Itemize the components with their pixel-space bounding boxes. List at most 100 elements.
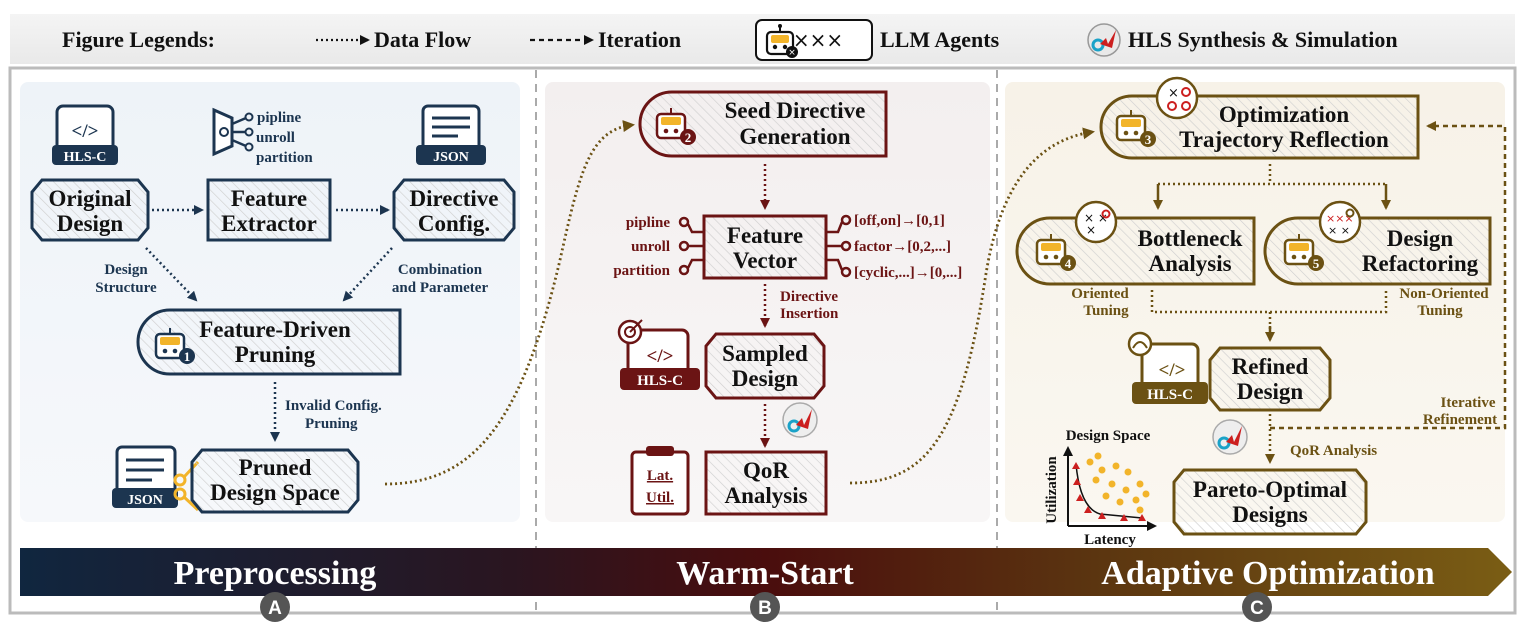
latency-label: Latency <box>1084 532 1136 548</box>
legend-title: Figure Legends: <box>62 27 215 52</box>
hls-c-target-icon: </> HLS-C <box>617 319 700 390</box>
agent-number-1: 1 <box>184 349 191 364</box>
sampled-line2: Design <box>732 366 799 391</box>
combination-line2: and Parameter <box>392 280 489 296</box>
stage-banner: Preprocessing Warm-Start Adaptive Optimi… <box>20 548 1512 596</box>
hls-tag-a: HLS-C <box>64 150 107 165</box>
connector-a-to-b <box>384 120 635 486</box>
panel-warmstart <box>545 82 990 522</box>
reflection-line2: Trajectory Reflection <box>1179 127 1389 152</box>
seed-line2: Generation <box>739 124 850 149</box>
design-structure-line1: Design <box>104 262 148 278</box>
stage-b-badge: B <box>750 592 780 622</box>
svg-text:× ×: × × <box>1328 224 1350 237</box>
agent-icon-3: 3 <box>1115 110 1156 147</box>
iterative-line1: Iterative <box>1441 395 1496 411</box>
vector-input-1: unroll <box>631 239 670 255</box>
agent-number-5: 5 <box>1313 256 1320 271</box>
hls-synthesis-icon-c <box>1212 419 1248 455</box>
directive-config-node: Directive Config. <box>392 178 516 242</box>
oriented-line1: Oriented <box>1071 286 1129 302</box>
code-glyph-b: </> <box>647 346 674 367</box>
json-document-icon: JSON <box>416 104 486 165</box>
stage-a-letter: A <box>268 598 282 619</box>
original-design-line1: Original <box>48 186 131 211</box>
feature-vector-node: Feature Vector <box>702 214 828 280</box>
pareto-scatter: Design Space Utilization Latency <box>1044 428 1157 548</box>
pruned-space-line2: Design Space <box>210 480 340 505</box>
json-scissors-icon: JSON <box>112 445 200 512</box>
strategy-bubble-icon-5: ××× × × <box>1318 200 1362 244</box>
vector-mapping-1: factor→[0,2,...] <box>854 239 951 255</box>
agent-icon-2: 2 <box>655 108 696 145</box>
split-lines <box>1158 164 1386 186</box>
refactor-line1: Design <box>1387 226 1454 251</box>
bottleneck-line1: Bottleneck <box>1138 226 1243 251</box>
code-glyph-a: </> <box>72 121 99 142</box>
hls-c-refined-icon: </> HLS-C <box>1127 331 1208 404</box>
agent-number-3: 3 <box>1145 132 1152 147</box>
pareto-points <box>1072 462 1146 521</box>
json-tag-pruned: JSON <box>127 493 163 508</box>
svg-text:×: × <box>1168 86 1179 101</box>
feature-extractor-icon <box>212 107 254 157</box>
feature-pruning-line2: Pruning <box>235 342 316 367</box>
feature-vector-line2: Vector <box>733 248 797 273</box>
refactor-line2: Refactoring <box>1362 251 1479 276</box>
vector-input-0: pipline <box>626 215 671 231</box>
legend-bar: Figure Legends: Data Flow Iteration × ××… <box>10 14 1515 64</box>
stage-c-letter: C <box>1250 598 1264 619</box>
oriented-line2: Tuning <box>1083 303 1129 319</box>
directive-config-line1: Directive <box>410 186 499 211</box>
pareto-line2: Designs <box>1232 502 1307 527</box>
feature-pruning-line1: Feature-Driven <box>199 317 351 342</box>
design-points <box>1086 452 1150 514</box>
stage-c-badge: C <box>1242 592 1272 622</box>
vector-mapping-2: [cyclic,...]→[0,...] <box>854 265 962 281</box>
arrow-design-structure <box>145 247 198 302</box>
legend-iteration-label: Iteration <box>598 27 681 52</box>
seed-line1: Seed Directive <box>725 98 866 123</box>
non-oriented-line1: Non-Oriented <box>1399 286 1489 302</box>
pruned-space-node: Pruned Design Space <box>190 448 360 514</box>
vector-inputs <box>678 216 704 276</box>
refactor-node: 5 ××× × × Design Refactoring <box>1263 200 1492 286</box>
seed-generation-node: 2 Seed Directive Generation <box>638 90 888 158</box>
non-oriented-line2: Tuning <box>1417 303 1463 319</box>
json-tag-a: JSON <box>433 150 469 165</box>
svg-text:×: × <box>1086 223 1096 237</box>
pruned-space-line1: Pruned <box>239 455 312 480</box>
directive-config-line2: Config. <box>418 211 490 236</box>
agent-number-2: 2 <box>685 130 692 145</box>
svg-text:×: × <box>788 48 796 58</box>
arrow-combination <box>342 247 393 302</box>
agent-number-4: 4 <box>1065 256 1072 271</box>
bottleneck-node: 4 × × × Bottleneck Analysis <box>1015 200 1256 286</box>
hls-tag-c: HLS-C <box>1147 387 1193 403</box>
sampled-design-node: Sampled Design <box>704 332 826 400</box>
qor-analysis-node: QoR Analysis <box>704 450 828 516</box>
stage-c-label: Adaptive Optimization <box>1101 555 1434 592</box>
legend-hls-label: HLS Synthesis & Simulation <box>1128 27 1398 52</box>
reflection-line1: Optimization <box>1219 102 1350 127</box>
vector-mapping-0: [off,on]→[0,1] <box>854 213 945 229</box>
hls-tag-b: HLS-C <box>637 373 683 389</box>
agent-icon-5: 5 <box>1283 234 1324 271</box>
refined-line1: Refined <box>1232 354 1309 379</box>
metrics-clipboard-icon: Lat. Util. <box>630 446 690 516</box>
agent-icon-4: 4 <box>1035 234 1076 271</box>
utilization-label: Utilization <box>1044 456 1060 524</box>
bottleneck-line2: Analysis <box>1148 251 1231 276</box>
legend-agent-icon: × <box>765 24 798 58</box>
design-space-label: Design Space <box>1066 428 1151 444</box>
metric-utilization: Util. <box>646 490 674 506</box>
reflection-node: 3 × Optimization Trajectory Reflection <box>1099 76 1420 160</box>
extractor-feature-1: unroll <box>256 130 295 146</box>
legend-agents-label: LLM Agents <box>880 27 1000 52</box>
vector-input-2: partition <box>613 263 670 279</box>
combination-line1: Combination <box>398 262 483 278</box>
panel-adaptive <box>1005 82 1505 522</box>
hls-synthesis-icon-b <box>782 402 818 438</box>
stage-a-label: Preprocessing <box>174 555 377 592</box>
hls-c-code-icon: </> HLS-C <box>52 104 118 165</box>
